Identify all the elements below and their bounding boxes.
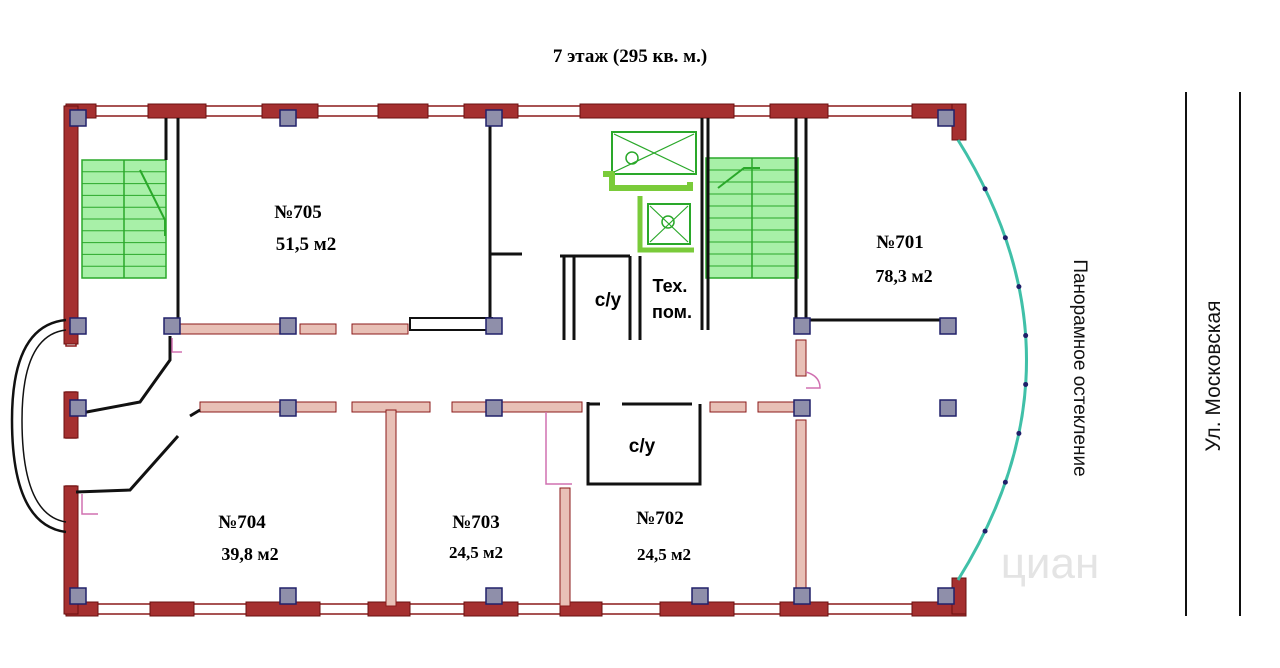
- structural-columns: [69, 109, 957, 605]
- exterior-walls: [65, 105, 963, 615]
- column: [485, 317, 503, 335]
- column: [939, 317, 957, 335]
- column: [691, 587, 709, 605]
- door-swings: [81, 338, 821, 515]
- column: [937, 109, 955, 127]
- glazing-mullion: [1002, 235, 1008, 241]
- column: [279, 399, 297, 417]
- watermark-text: циан: [1001, 539, 1100, 588]
- glazing-mullion: [982, 186, 988, 192]
- room-705-area: 51,5 м2: [276, 234, 336, 255]
- column: [163, 317, 181, 335]
- tech-room-label-2: пом.: [652, 302, 692, 322]
- room-704-number: №704: [218, 512, 266, 533]
- column: [485, 587, 503, 605]
- floor-title: 7 этаж (295 кв. м.): [553, 46, 707, 67]
- column: [69, 399, 87, 417]
- glazing-label: Панорамное остекление: [1069, 259, 1090, 476]
- column: [793, 399, 811, 417]
- street-label: Ул. Московская: [1202, 301, 1225, 452]
- interior-thin-walls: [75, 118, 944, 494]
- glazing-arc: [956, 139, 1028, 581]
- glazing-mullion: [1002, 479, 1008, 485]
- elevator-shafts: [603, 131, 697, 253]
- glazing-mullion: [1023, 333, 1029, 339]
- column: [69, 109, 87, 127]
- room-704-area: 39,8 м2: [221, 544, 278, 564]
- glazing-mullion: [982, 528, 988, 534]
- column: [279, 109, 297, 127]
- column: [69, 317, 87, 335]
- left-bay-outer: [10, 318, 67, 534]
- room-702-area: 24,5 м2: [637, 545, 691, 564]
- wc-upper-label: с/у: [595, 290, 622, 311]
- stairwell-left: [81, 159, 167, 279]
- tech-room-label-1: Тех.: [653, 276, 688, 296]
- column: [279, 587, 297, 605]
- column: [485, 109, 503, 127]
- glazing-mullion: [1016, 430, 1022, 436]
- column: [69, 587, 87, 605]
- column: [279, 317, 297, 335]
- glazing-mullion: [1023, 381, 1029, 387]
- stairwell-right: [705, 157, 799, 279]
- column: [485, 399, 503, 417]
- room-703-area: 24,5 м2: [449, 543, 503, 562]
- exterior-wall-solid-segments: [63, 103, 967, 617]
- column: [939, 399, 957, 417]
- glazing-mullions: [982, 186, 1029, 534]
- room-701-area: 78,3 м2: [875, 266, 932, 286]
- glazing-mullion: [1016, 284, 1022, 290]
- column: [937, 587, 955, 605]
- room-703-number: №703: [452, 512, 500, 533]
- column: [793, 317, 811, 335]
- column: [793, 587, 811, 605]
- room-701-number: №701: [876, 232, 924, 253]
- interior-partitions: [177, 317, 807, 607]
- left-bay-inner: [21, 329, 67, 523]
- room-705-number: №705: [274, 202, 322, 223]
- room-702-number: №702: [636, 508, 684, 529]
- wc-lower-label: с/у: [629, 436, 656, 457]
